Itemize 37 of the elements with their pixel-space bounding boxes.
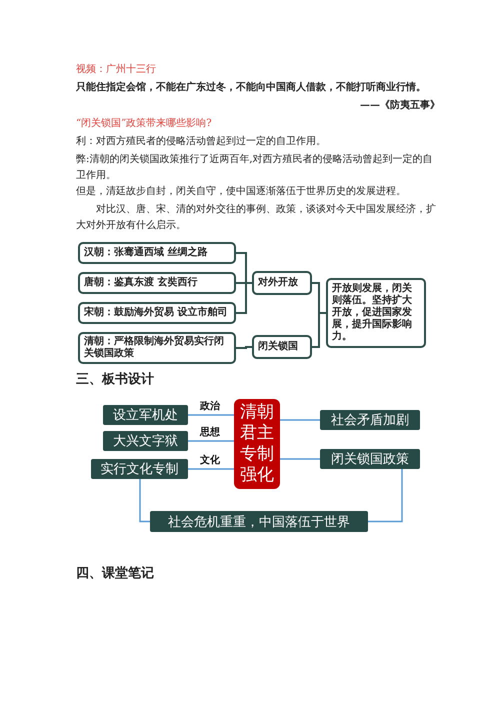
text-box: 社会危机重重，中国落伍于世界 <box>150 511 368 532</box>
paragraph: 对比汉、唐、宋、清的对外交往的事例、政策，谈谈对今天中国发展经济，扩大对外开放有什么启示。 <box>76 202 436 233</box>
text-box: 汉朝：张骞通西域 丝绸之路 <box>78 242 236 264</box>
text-box: 清朝：严格限制海外贸易实行闭关锁国政策 <box>78 332 236 364</box>
question-heading: “闭关锁国”政策带来哪些影响? <box>76 116 213 131</box>
section-heading: 三、板书设计 <box>76 372 155 388</box>
connector-line <box>188 414 234 416</box>
text-box: 宋朝：鼓励海外贸易 设立市舶司 <box>78 302 236 324</box>
edge-label: 思想 <box>199 427 221 438</box>
edge-label: 政治 <box>199 401 221 412</box>
text-box: 闭关锁国政策 <box>320 449 420 469</box>
connector-line <box>139 479 150 522</box>
title-box: 清朝君主专制强化 <box>234 399 280 489</box>
connector-line <box>280 458 320 460</box>
section-heading: 四、课堂笔记 <box>76 566 155 582</box>
paragraph: 弊:清朝的闭关锁国政策推行了近两百年,对西方殖民者的侵略活动曾起到一定的自卫作用。 <box>76 152 434 183</box>
quotation: 只能住指定会馆，不能在广东过冬，不能向中国商人借款，不能打听商业行情。 <box>76 80 427 95</box>
connector-line <box>236 346 252 349</box>
text-box: 闭关锁国 <box>252 335 312 359</box>
connector-line <box>280 419 320 421</box>
quotation-source: ——《防夷五事》 <box>359 98 440 113</box>
connector-line <box>188 440 234 442</box>
connector-line <box>188 468 234 470</box>
text-box: 实行文化专制 <box>91 459 188 479</box>
connector-line <box>312 312 326 348</box>
text-box: 对外开放 <box>252 271 312 295</box>
paragraph: 但是，清廷故步自封，闭关自守，使中国逐渐落伍于世界历史的发展进程。 <box>76 184 407 199</box>
connector-line <box>368 469 403 522</box>
paragraph: 利：对西方殖民者的侵略活动曾起到过一定的自卫作用。 <box>76 134 327 149</box>
text-box: 唐朝：鉴真东渡 玄奘西行 <box>78 272 236 294</box>
connector-line <box>236 282 252 314</box>
text-box: 开放则发展，闭关则落伍。坚持扩大开放，促进国家发展，提升国际影响力。 <box>326 278 426 348</box>
video-caption: 视频：广州十三行 <box>76 62 157 77</box>
text-box: 大兴文字狱 <box>103 431 188 451</box>
text-box: 社会矛盾加剧 <box>320 410 420 430</box>
text-box: 设立军机处 <box>103 405 188 425</box>
edge-label: 文化 <box>199 455 221 466</box>
